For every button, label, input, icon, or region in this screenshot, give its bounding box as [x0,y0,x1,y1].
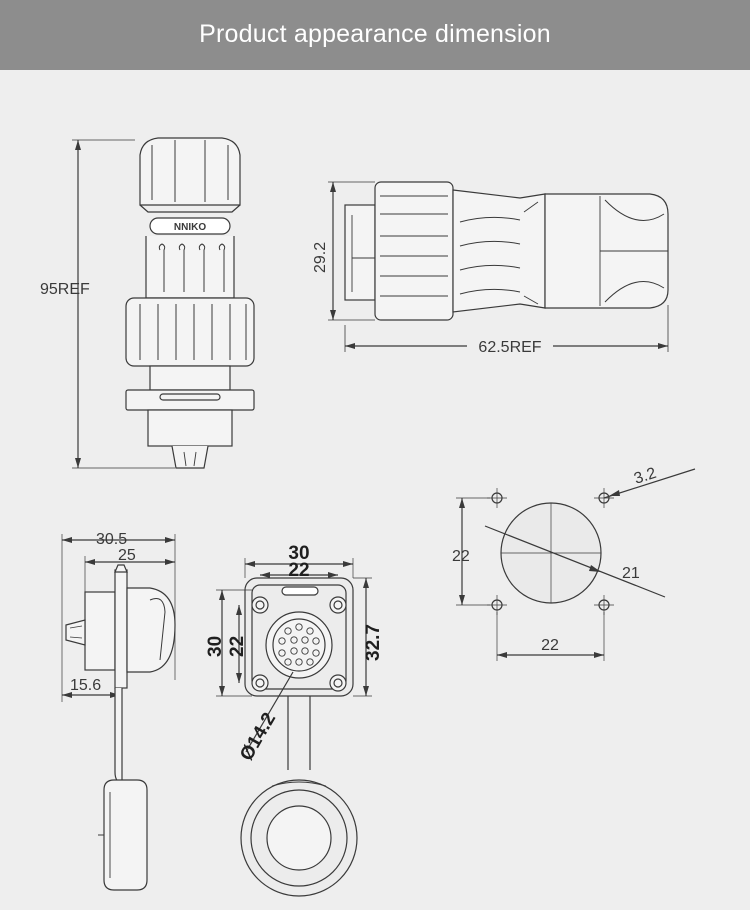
hole-spacing-horizontal-label: 22 [541,637,559,654]
side-profile-view [61,534,176,891]
front-width-label: 30 [288,543,309,564]
header-banner: Product appearance dimension [0,0,750,70]
brand-logo-text: NNIKO [174,222,206,233]
side-elevation-view [328,181,669,352]
overall-length-label: 95REF [40,281,90,298]
profile-depth-label: 30.5 [96,531,127,548]
front-total-height-label: 32.7 [363,624,384,661]
side-height-label: 29.2 [312,242,329,273]
page-title: Product appearance dimension [199,20,551,48]
side-length-label: 62.5REF [478,339,541,356]
front-insert-diameter-label: Ø14.2 [236,709,280,764]
technical-drawing: 95REF NNIKO 29.2 62.5REF 3.2 21 22 22 30… [40,137,696,897]
front-hole-spacing-label: 22 [288,560,309,581]
panel-cutout-view [456,468,696,661]
hole-diameter-label: 3.2 [632,465,659,488]
front-face-view [216,558,372,897]
front-height-label: 30 [205,636,226,657]
hole-spacing-vertical-label: 22 [452,548,470,565]
contact-pins [278,623,320,666]
profile-body-label: 15.6 [70,677,101,694]
profile-flange-label: 25 [118,547,136,564]
front-hole-spacing-v-label: 22 [227,636,248,657]
cutout-diameter-label: 21 [622,565,640,582]
front-elevation-view [72,137,255,469]
